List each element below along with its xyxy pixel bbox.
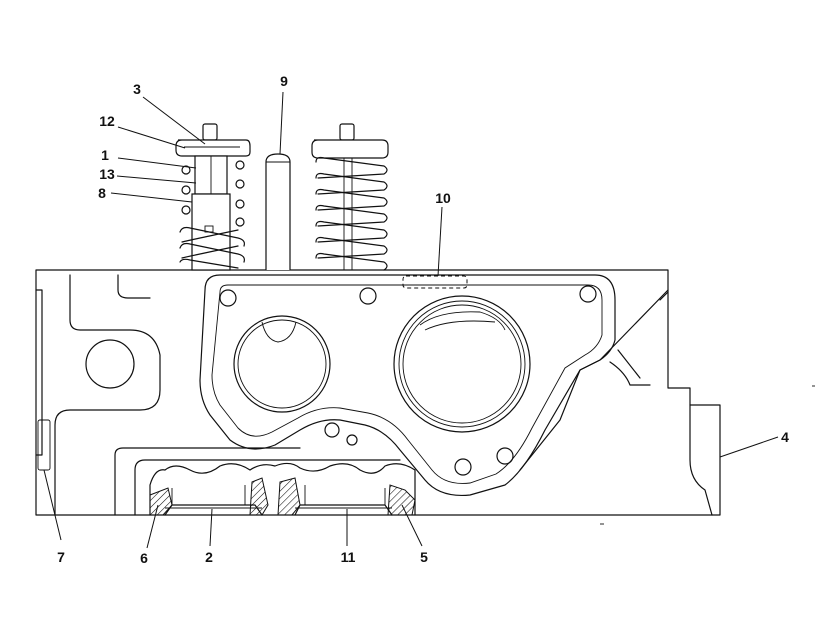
left-valve-spring-assembly [175,123,251,271]
manifold-flange [199,274,616,497]
callout-9: 9 [280,73,288,89]
injector-sleeve [265,153,291,270]
callout-12: 12 [99,113,115,129]
callout-1: 1 [101,147,109,163]
callout-4: 4 [781,429,789,445]
callout-7: 7 [57,549,65,565]
callout-2: 2 [205,549,213,565]
callout-10: 10 [435,190,451,206]
cylinder-head-body [35,269,721,516]
leader-lines [43,91,779,549]
callout-5: 5 [420,549,428,565]
callout-11: 11 [341,549,356,565]
combustion-face [149,462,416,516]
oil-passage-outline [402,275,468,289]
callout-6: 6 [140,550,148,566]
callout-13: 13 [99,166,115,182]
callout-3: 3 [133,81,141,97]
callout-8: 8 [98,185,106,201]
right-valve-spring-assembly [311,123,389,271]
